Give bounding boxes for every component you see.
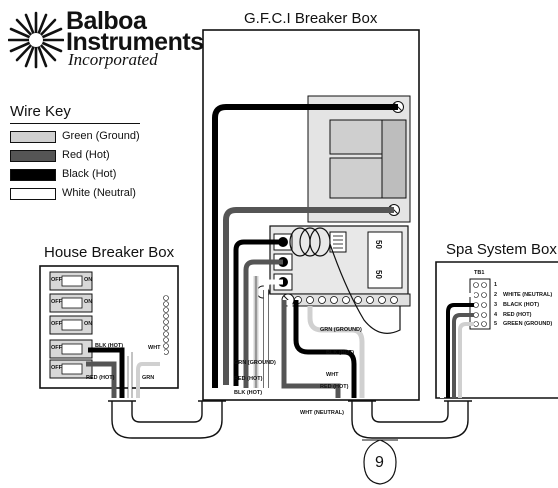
wire-neutral [287,300,349,398]
label-house-grn: GRN [142,375,155,381]
neutral-pigtail [289,227,401,334]
brand-name-line2: Instruments [66,28,204,56]
switch-off-label: OFF [51,321,62,327]
wire-neutral [263,279,283,388]
label-grn-ground-right: GRN (GROUND) [320,327,362,333]
wire-red-hot [281,300,341,398]
house-box-title: House Breaker Box [44,244,175,261]
terminal-block-label: TB1 [474,270,485,276]
terminal-num: 3 [494,302,498,308]
conduit-gfci-to-spa [348,400,472,439]
wire-black-hot [293,300,357,398]
terminal-label: BLACK (HOT) [503,302,540,308]
label-wht-neutral: WHT (NEUTRAL) [300,410,344,416]
switch-on-label: ON [84,321,93,327]
terminal-label: WHITE (NEUTRAL) [503,292,553,298]
terminal-label: GREEN (GROUND) [503,321,553,327]
wire-red-hot [243,259,283,388]
wire-key-swatch-black [10,169,56,181]
label-blk-hot-right: BLK (HOT) [326,350,355,356]
wire-black-hot [446,303,474,398]
switch-off-label: OFF [51,345,62,351]
callout-bubble [363,439,397,485]
terminal-num: 2 [494,292,498,298]
spa-box-title: Spa System Box [446,241,557,258]
wire-key-label-white: White (Neutral) [62,187,136,199]
callout-number: 9 [375,454,384,471]
wire-black-hot [233,239,283,386]
terminal-num: 1 [494,282,498,288]
label-house-blk-hot: BLK (HOT) [95,343,124,349]
wire-ground [136,362,160,398]
label-house-wht: WHT [148,345,161,351]
switch-off-label: OFF [51,365,62,371]
wire-ground [458,322,474,398]
wire-red-hot [223,207,394,385]
switch-off-label: OFF [51,299,62,305]
brand-name-line3: Incorporated [68,50,158,69]
switch-on-label: ON [84,277,93,283]
switch-on-label: ON [84,299,93,305]
terminal-num: 5 [494,321,498,327]
test-button-icon [329,231,347,253]
switch-off-label: OFF [51,277,62,283]
terminal-num: 4 [494,312,498,318]
wire-neutral [128,350,164,398]
sunburst-logo-icon [8,11,64,69]
wire-red-hot [452,313,474,398]
wire-neutral [440,293,474,398]
wire-key-label-red: Red (Hot) [62,149,110,161]
house-neutral-bar [163,295,169,355]
breaker-rating-bottom: 50 [374,270,383,279]
wire-key-label-black: Black (Hot) [62,168,117,180]
label-red-hot-right: RED (HOT) [320,384,349,390]
wire-red-hot [86,361,117,398]
wire-key-title: Wire Key [10,103,71,120]
label-house-red-hot: RED (HOT) [86,375,115,381]
wire-key-divider [10,123,140,124]
wire-key-swatch-red [10,150,56,162]
conduit-house-to-gfci [108,400,226,439]
gfci-box-title: G.F.C.I Breaker Box [244,10,378,27]
breaker-rating-top: 50 [374,240,383,249]
label-blk-hot-left: BLK (HOT) [234,390,263,396]
wire-black-hot [212,104,398,388]
label-red-hot-left: RED (HOT) [234,376,263,382]
wire-black-hot [88,347,125,398]
terminal-label: RED (HOT) [503,312,532,318]
wire-key-swatch-ground [10,131,56,143]
label-wht-right: WHT [326,372,339,378]
wire-key-swatch-white [10,188,56,200]
brand-name-line1: Balboa [66,7,147,35]
label-grn-ground-left: GRN (GROUND) [234,360,276,366]
wire-ground [307,306,365,398]
wire-key-label-ground: Green (Ground) [62,130,140,142]
